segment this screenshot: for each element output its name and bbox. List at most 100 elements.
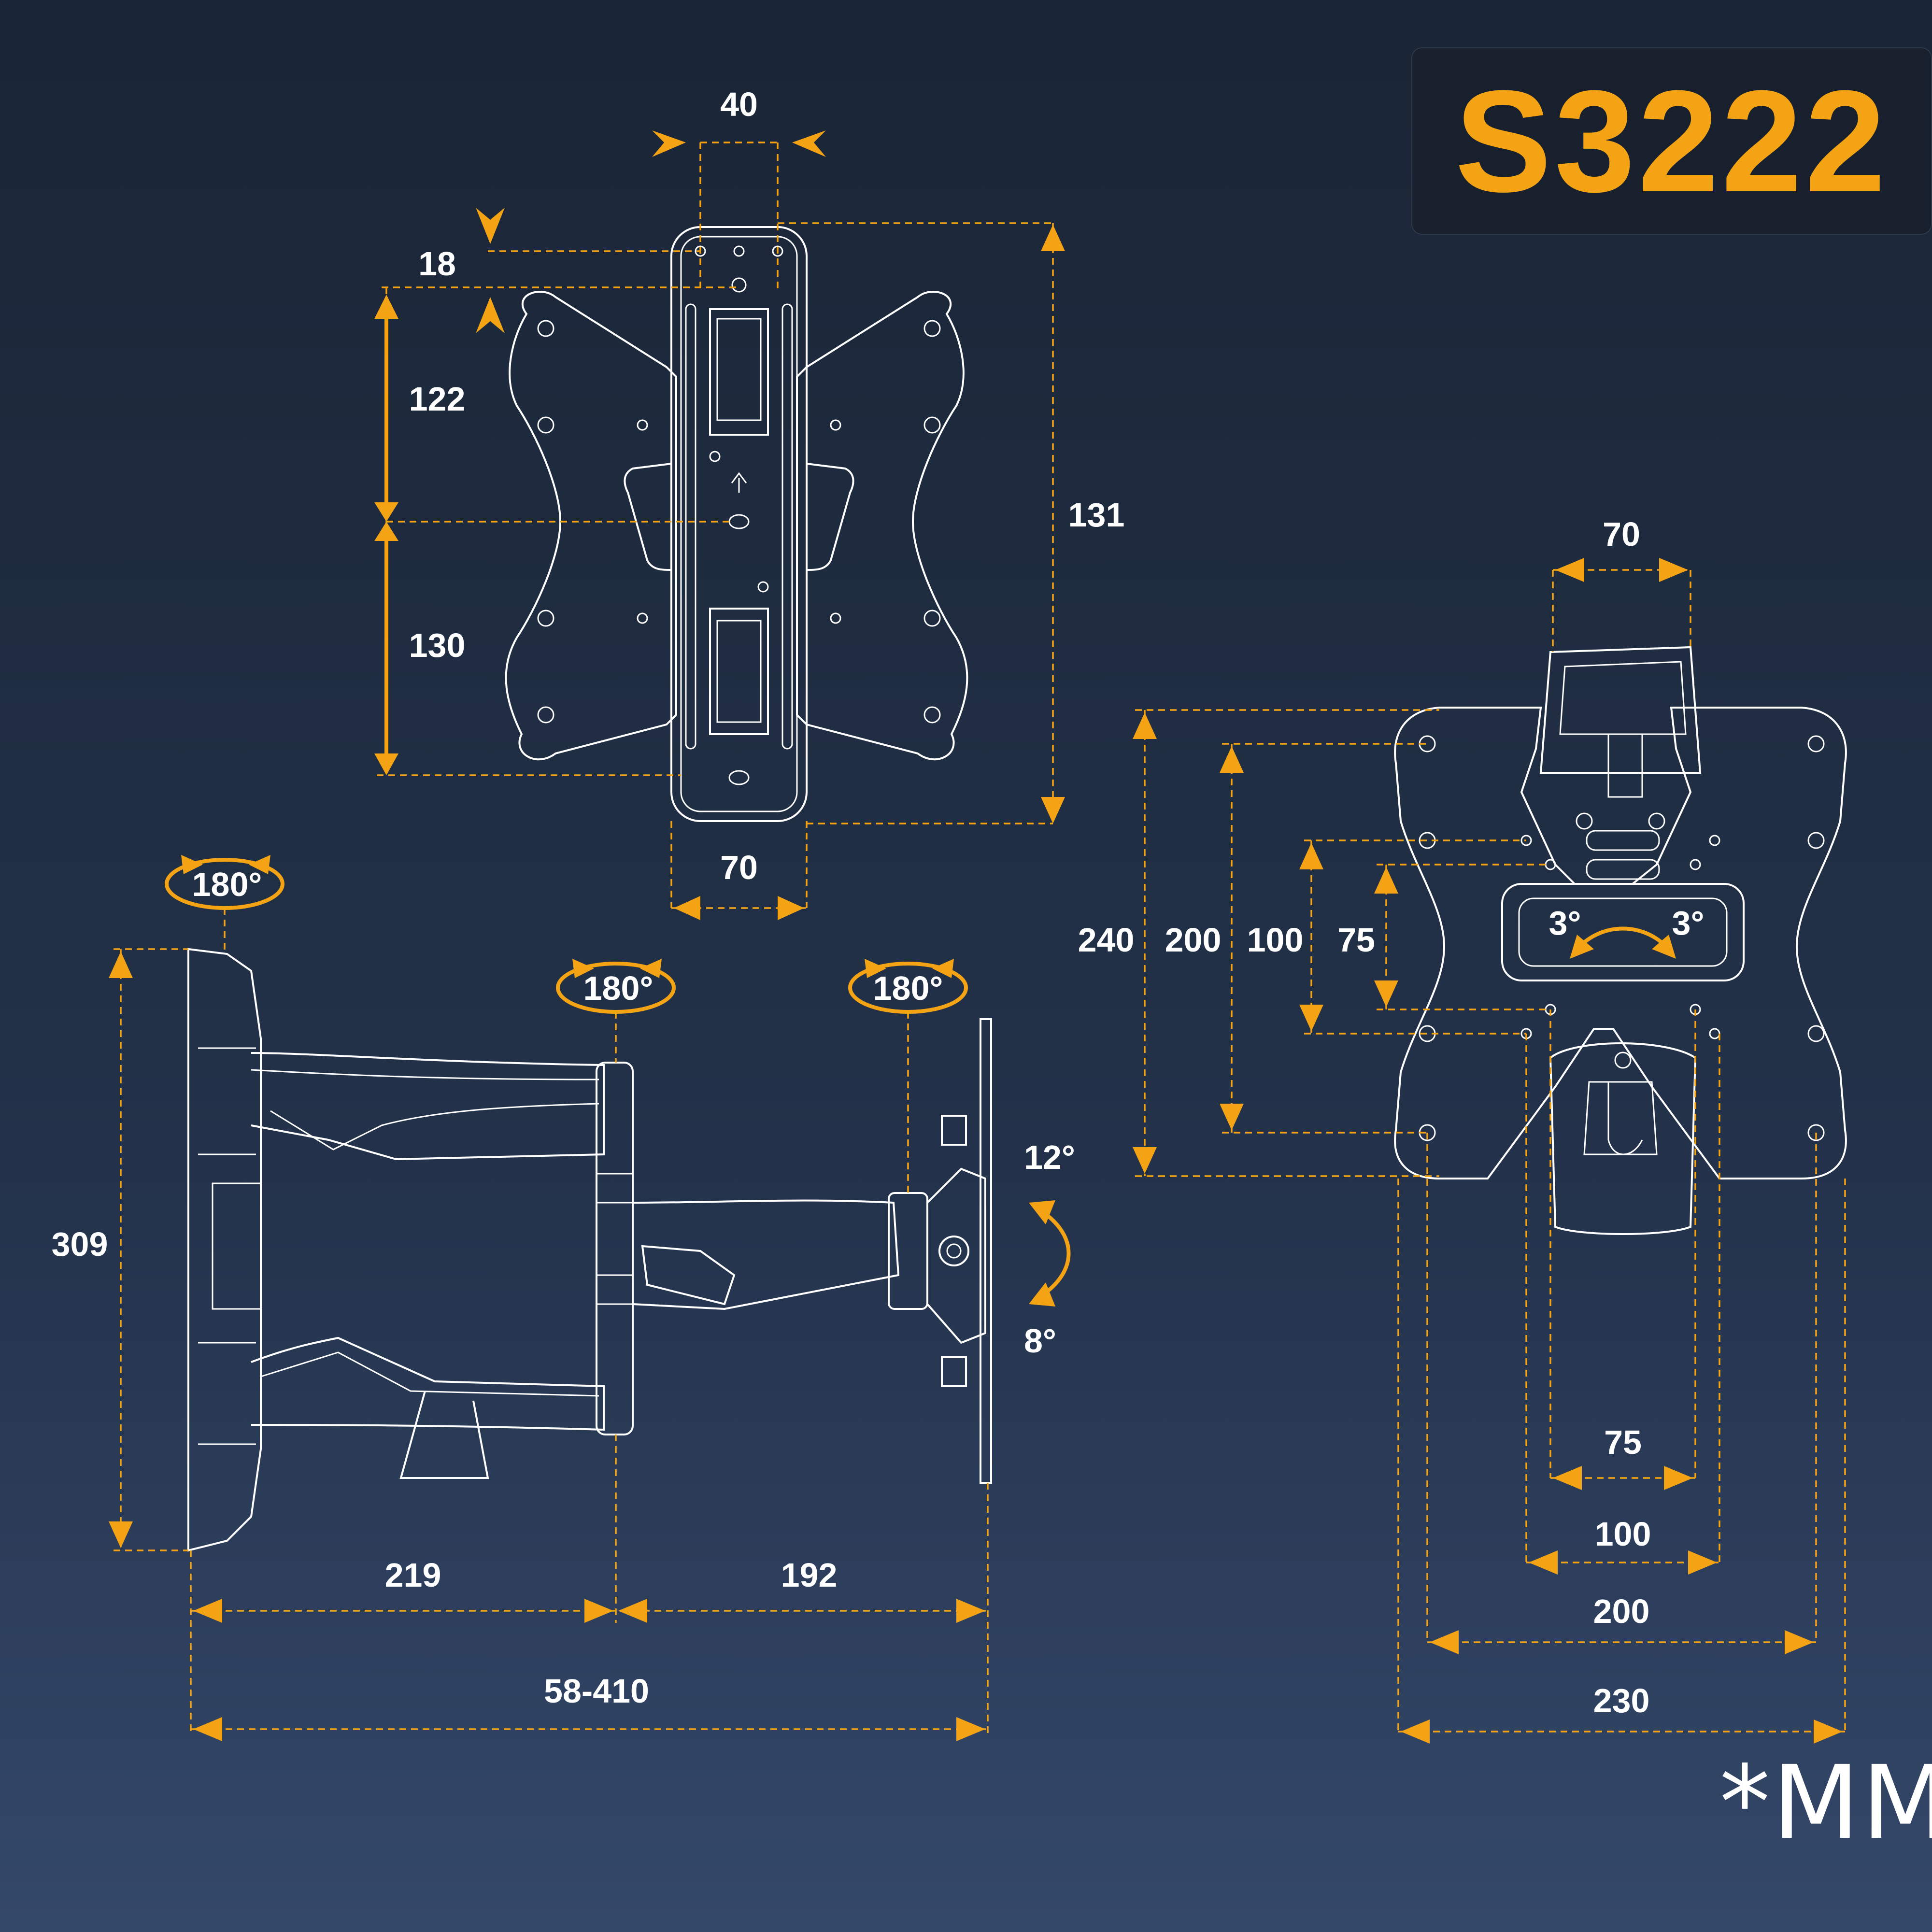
rail-slot-left — [685, 303, 696, 750]
model-badge: S3222 — [1411, 47, 1932, 235]
arrow-head-icon — [956, 1717, 985, 1741]
dim-plate-75: 75 — [1337, 921, 1375, 959]
rotate-arrow-icon — [640, 959, 662, 978]
arrow-head-icon — [1553, 1466, 1582, 1490]
arrow-head-icon — [374, 753, 398, 775]
arrow-head-icon — [1430, 1630, 1459, 1654]
dim-height: 131 — [1068, 496, 1125, 534]
slot-upper — [1586, 830, 1660, 851]
bolt-top — [941, 1115, 967, 1146]
dim-width: 70 — [720, 849, 758, 886]
lower-window-inner — [716, 620, 762, 723]
arrow-head-icon — [374, 295, 398, 319]
arrow-head-icon — [1299, 1005, 1323, 1031]
model-title: S3222 — [1455, 60, 1889, 222]
central-rail-inner — [680, 236, 798, 812]
up-arrow-icon — [731, 472, 747, 493]
arrow-head-icon — [956, 1599, 985, 1623]
side-view-dimensions: 309 219 192 58-410 — [52, 948, 989, 1741]
arrow-head-icon — [1664, 1466, 1693, 1490]
arrow-head-icon — [1374, 867, 1398, 894]
dim-offset: 18 — [418, 245, 456, 283]
dim-plate-100: 100 — [1247, 921, 1304, 959]
second-arm — [632, 1199, 900, 1310]
lower-window — [709, 608, 769, 735]
rotate-arrow-icon — [181, 855, 203, 874]
dim-hole-spacing: 40 — [720, 85, 758, 123]
arrow-head-icon — [476, 297, 505, 333]
arrow-head-icon — [193, 1717, 222, 1741]
lower-arm — [251, 1336, 605, 1431]
arm-brace — [399, 1391, 489, 1479]
arrow-head-icon — [584, 1599, 613, 1623]
rotate-arrow-icon — [249, 855, 270, 874]
dim-arm-height: 309 — [52, 1225, 108, 1263]
arrow-head-icon — [652, 130, 686, 157]
dim-plate-w100: 100 — [1595, 1515, 1651, 1553]
rotation-indicators: 180° 180° 180° 12° 8° — [165, 855, 1075, 1360]
tv-plate — [980, 1018, 992, 1484]
arrow-head-icon — [1401, 1719, 1430, 1744]
handle-right — [806, 463, 854, 571]
arrow-head-icon — [193, 1599, 222, 1623]
swivel-right: 3° — [1672, 904, 1705, 942]
arrow-head-icon — [1133, 1147, 1157, 1174]
pivot-column — [596, 1062, 634, 1435]
dim-plate-240: 240 — [1078, 921, 1135, 959]
unit-note: *MM — [1719, 1744, 1932, 1862]
dim-lower: 130 — [409, 626, 466, 664]
upper-arm — [251, 1052, 605, 1161]
wall-plate — [187, 948, 262, 1552]
swivel-knob-frame — [1501, 883, 1745, 981]
top-view-bracket — [505, 226, 968, 822]
tilt-arc — [1042, 1210, 1071, 1296]
arrow-head-icon — [1529, 1550, 1558, 1575]
arrow-head-icon — [109, 952, 133, 978]
slot-lower — [1586, 859, 1660, 880]
arrow-head-icon — [1659, 558, 1688, 582]
tilt-bracket — [926, 1167, 986, 1344]
arrow-head-icon — [1133, 712, 1157, 739]
arrow-head-icon — [1041, 225, 1065, 251]
swivel-left: 3° — [1549, 904, 1581, 942]
side-view-arm — [187, 948, 992, 1552]
dim-arm2: 192 — [781, 1556, 838, 1594]
vesa-plate-outline — [1394, 707, 1847, 1179]
tilt-knob — [938, 1236, 969, 1266]
tilt-head — [888, 1192, 928, 1310]
swivel-head-top — [1539, 646, 1702, 774]
rotate-arrow-icon — [865, 959, 886, 978]
rotation-head: 180° — [873, 969, 943, 1007]
arrow-head-icon — [792, 130, 826, 157]
swivel-arc — [1578, 926, 1668, 948]
x-plate-outline — [505, 290, 677, 761]
dim-plate-200: 200 — [1165, 921, 1222, 959]
plate-holes — [537, 245, 941, 785]
arrow-head-icon — [374, 522, 398, 541]
arrow-head-icon — [1374, 980, 1398, 1007]
arrow-head-icon — [374, 502, 398, 522]
arrow-head-icon — [674, 896, 700, 920]
bolt-bottom — [941, 1356, 967, 1387]
arrow-head-icon — [618, 1599, 647, 1623]
swivel-arrow-icon — [1570, 935, 1594, 959]
dim-plate-w230: 230 — [1593, 1682, 1650, 1719]
vesa-holes — [1419, 735, 1825, 1141]
rail-slot-right — [781, 303, 793, 750]
top-view-dimensions: 40 18 122 130 131 70 — [374, 85, 1124, 920]
tilt-up: 12° — [1024, 1138, 1075, 1176]
upper-window — [709, 308, 769, 436]
rotation-mid: 180° — [583, 969, 653, 1007]
swivel-arrow-icon — [1652, 935, 1676, 959]
tilt-arrow-icon — [1029, 1200, 1055, 1224]
rotate-arrow-icon — [932, 959, 954, 978]
rotate-arrow-icon — [572, 959, 594, 978]
arrow-head-icon — [109, 1521, 133, 1548]
dim-plate-w75: 75 — [1604, 1423, 1642, 1461]
central-rail — [670, 226, 808, 822]
rotation-wall: 180° — [192, 866, 262, 903]
arrow-head-icon — [1785, 1630, 1814, 1654]
arrow-head-icon — [1299, 843, 1323, 869]
